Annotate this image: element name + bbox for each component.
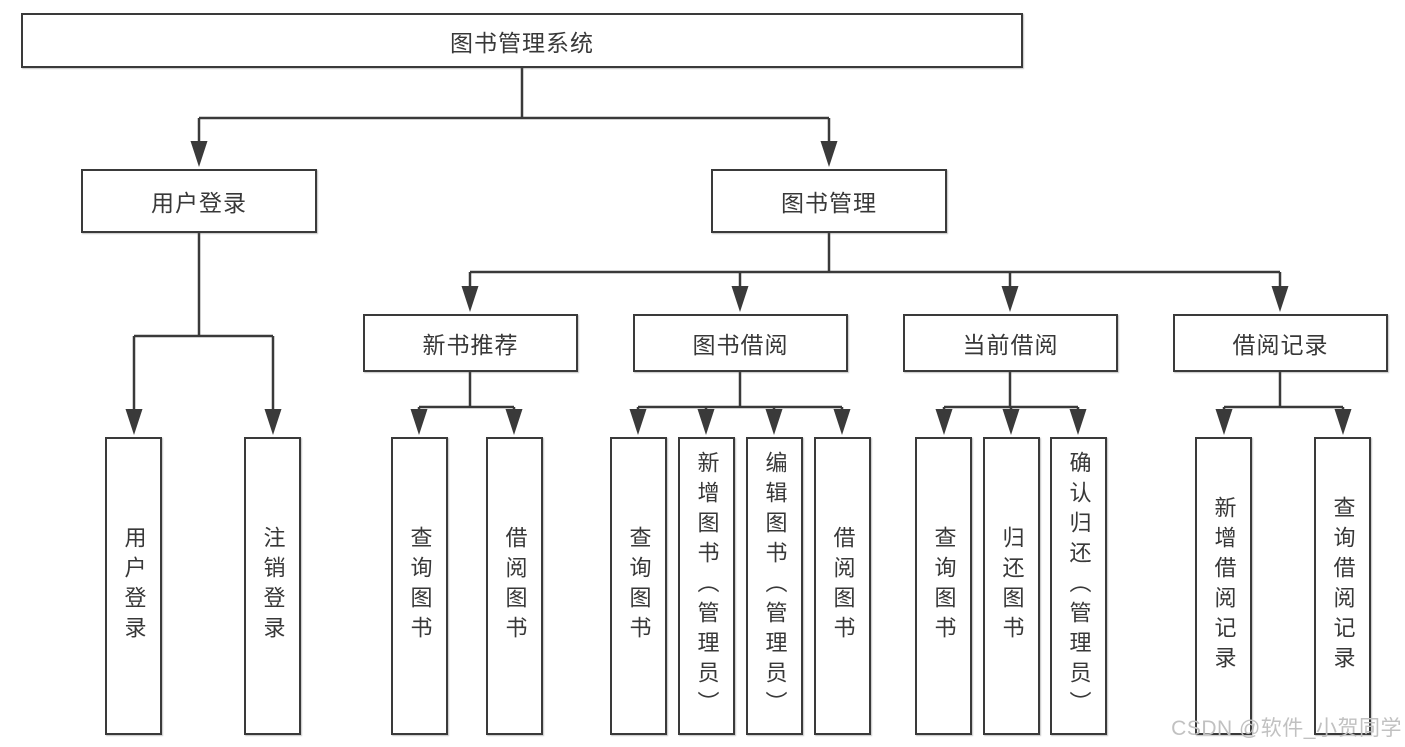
node-current-borrowing: 当前借阅 xyxy=(903,314,1118,372)
leaf-query-books-borrow: 查询图书 xyxy=(610,437,667,735)
leaf-label: 借阅图书 xyxy=(830,526,856,646)
leaf-label: 编辑图书（管理员） xyxy=(762,451,788,721)
leaf-label: 用户登录 xyxy=(121,526,147,646)
leaf-label: 查询图书 xyxy=(626,526,652,646)
node-label: 新书推荐 xyxy=(422,332,519,358)
node-label: 图书借阅 xyxy=(692,332,789,358)
leaf-label: 新增借阅记录 xyxy=(1211,496,1237,676)
node-label: 借阅记录 xyxy=(1232,332,1329,358)
leaf-query-borrow-record: 查询借阅记录 xyxy=(1314,437,1371,735)
leaf-add-books-admin: 新增图书（管理员） xyxy=(678,437,735,735)
node-new-book-recommendation: 新书推荐 xyxy=(363,314,578,372)
node-label: 图书管理系统 xyxy=(450,29,594,56)
leaf-label: 注销登录 xyxy=(260,526,286,646)
node-book-borrowing: 图书借阅 xyxy=(633,314,848,372)
leaf-label: 新增图书（管理员） xyxy=(694,451,720,721)
leaf-confirm-return-admin: 确认归还（管理员） xyxy=(1050,437,1107,735)
leaf-label: 查询图书 xyxy=(931,526,957,646)
node-user-login: 用户登录 xyxy=(81,169,317,233)
leaf-return-books: 归还图书 xyxy=(983,437,1040,735)
leaf-label: 查询图书 xyxy=(407,526,433,646)
leaf-borrow-books-newbook: 借阅图书 xyxy=(486,437,543,735)
leaf-label: 归还图书 xyxy=(999,526,1025,646)
leaf-borrow-books-borrow: 借阅图书 xyxy=(814,437,871,735)
leaf-query-books-newbook: 查询图书 xyxy=(391,437,448,735)
leaf-logout: 注销登录 xyxy=(244,437,301,735)
leaf-label: 查询借阅记录 xyxy=(1330,496,1356,676)
leaf-label: 确认归还（管理员） xyxy=(1066,451,1092,721)
leaf-label: 借阅图书 xyxy=(502,526,528,646)
leaf-user-login: 用户登录 xyxy=(105,437,162,735)
leaf-edit-books-admin: 编辑图书（管理员） xyxy=(746,437,803,735)
node-label: 用户登录 xyxy=(151,190,247,216)
csdn-watermark: CSDN @软件_小贺同学 xyxy=(1171,717,1402,740)
node-library-management-system: 图书管理系统 xyxy=(21,13,1023,68)
leaf-add-borrow-record: 新增借阅记录 xyxy=(1195,437,1252,735)
node-label: 当前借阅 xyxy=(962,332,1059,358)
node-label: 图书管理 xyxy=(781,190,877,216)
node-book-management: 图书管理 xyxy=(711,169,947,233)
node-borrowing-records: 借阅记录 xyxy=(1173,314,1388,372)
leaf-query-books-current: 查询图书 xyxy=(915,437,972,735)
